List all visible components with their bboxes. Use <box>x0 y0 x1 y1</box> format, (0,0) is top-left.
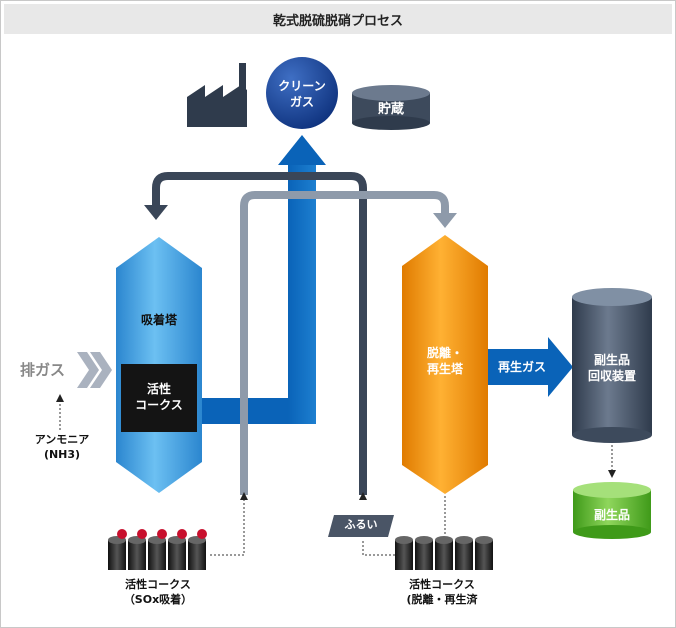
transfer-pipe-light <box>240 191 449 495</box>
arrow-down-desorber <box>433 213 457 228</box>
coke-sox-pellets <box>108 529 207 570</box>
regen-gas-arrow <box>488 337 573 397</box>
coke-regen-label: 活性コークス (脱離・再生済 <box>406 578 478 606</box>
sox-transfer-line <box>210 500 245 556</box>
sieve-label: ふるい <box>344 518 378 531</box>
byproduct-label: 副生品 <box>593 508 630 522</box>
ammonia-arrow <box>56 394 64 402</box>
diagram-title: 乾式脱硫脱硝プロセス <box>4 4 672 34</box>
exhaust-arrow-icon <box>77 352 112 388</box>
byproduct-recovery-label: 副生品 回収装置 <box>587 353 636 384</box>
adsorption-tower-label: 吸着塔 <box>140 313 177 327</box>
adsorption-tower <box>116 237 202 493</box>
clean-gas-ball <box>266 57 338 129</box>
arrow-down-adsorber <box>144 205 168 220</box>
factory-icon <box>187 63 247 127</box>
activated-coke-label: 活性 コークス <box>135 382 183 413</box>
sieve-box <box>328 515 394 537</box>
coke-regen-pellets <box>395 536 493 570</box>
byproduct-flow-arrow <box>608 470 616 478</box>
sieve-feed-line <box>362 540 395 556</box>
clean-gas-pipe <box>198 135 326 424</box>
desorption-tower-label: 脱離・ 再生塔 <box>426 346 463 377</box>
regen-gas-label: 再生ガス <box>497 360 546 374</box>
byproduct-tank <box>573 482 651 539</box>
coke-sox-label: 活性コークス （SOx吸着） <box>123 578 193 606</box>
desorption-tower <box>402 235 488 494</box>
clean-gas-label: クリーン ガス <box>278 79 326 110</box>
storage-label: 貯蔵 <box>377 102 404 117</box>
storage-tank <box>352 85 430 130</box>
return-pipe-dark <box>152 172 367 495</box>
byproduct-recovery-unit <box>572 288 652 443</box>
ammonia-label: アンモニア (NH3) <box>34 433 90 461</box>
sox-transfer-arrow <box>240 492 248 500</box>
exhaust-gas-label: 排ガス <box>20 361 66 379</box>
sieve-arrow <box>359 492 367 500</box>
